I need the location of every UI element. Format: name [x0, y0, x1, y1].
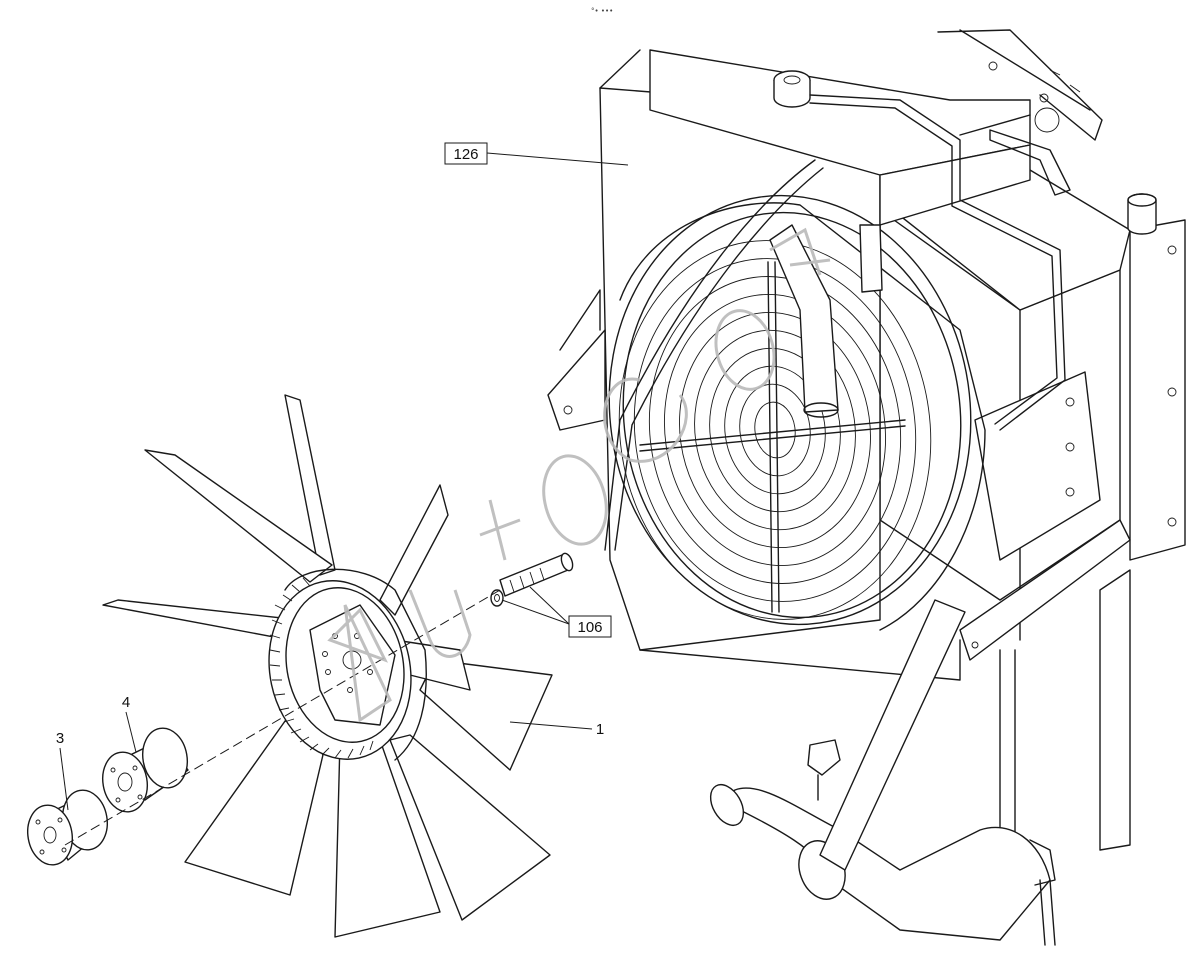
watermark: [327, 227, 831, 723]
callout-126: 126: [444, 142, 629, 166]
callout-106-label: 106: [577, 619, 602, 636]
fan-guard: [618, 240, 932, 620]
corner-mark: °• •••: [591, 7, 613, 15]
callout-126-label: 126: [453, 146, 478, 163]
callout-1-label: 1: [596, 721, 604, 738]
callout-1: 1: [509, 721, 604, 738]
fan-blade-assembly: [102, 394, 553, 938]
upper-hose: [769, 224, 883, 418]
callout-4-label: 4: [122, 694, 130, 711]
callout-3-label: 3: [56, 730, 64, 747]
callout-4: 4: [122, 694, 137, 753]
lower-hose: [709, 599, 1056, 946]
radiator-assembly: [547, 29, 1186, 861]
air-pipe: [604, 159, 824, 551]
spacer-part-3: [27, 789, 108, 866]
callout-106: 106: [501, 586, 612, 638]
bolt-and-washer: [490, 552, 574, 607]
callout-3: 3: [56, 730, 69, 811]
spacer-part-4: [102, 727, 189, 813]
